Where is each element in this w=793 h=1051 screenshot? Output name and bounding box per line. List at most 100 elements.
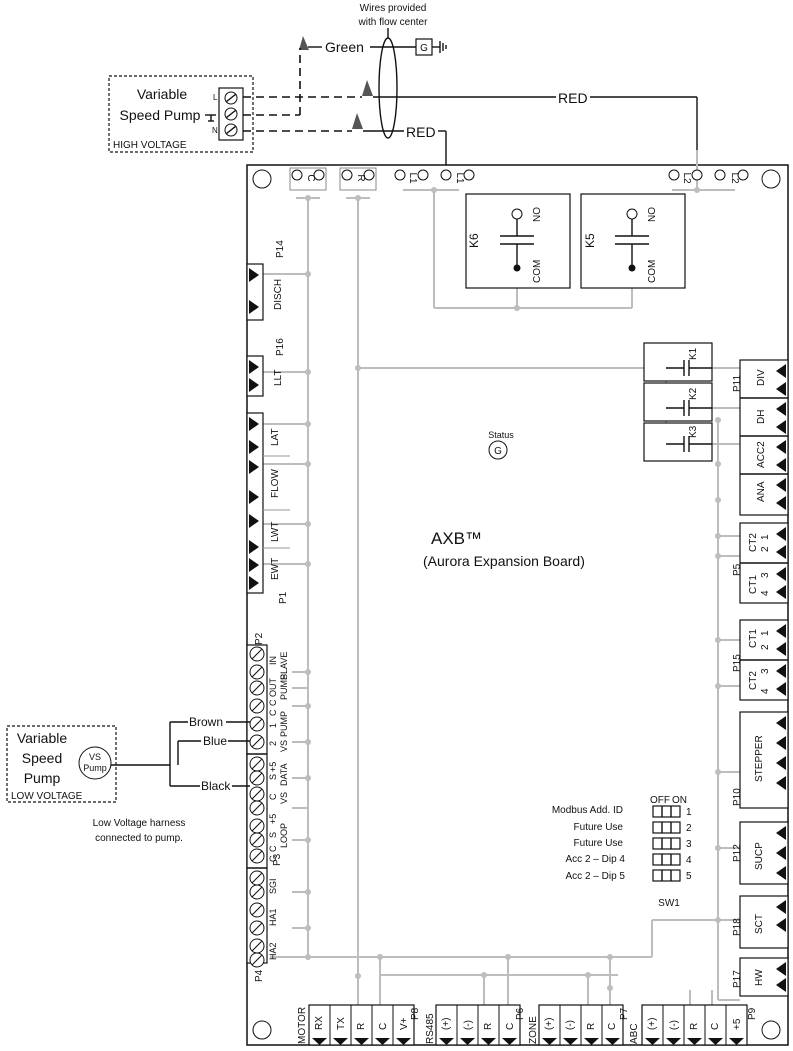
p4-row-ha1: HA1: [268, 908, 278, 926]
p7-header: P7: [619, 1007, 630, 1020]
pin-arrow-icon: [481, 1038, 496, 1045]
screw-slot: [251, 718, 263, 730]
relay-k6-com: COM: [532, 260, 543, 283]
connector-p14: DISCH P14: [246, 240, 286, 321]
dip-row2-num: 2: [686, 823, 692, 834]
p6-pin: R: [483, 1023, 494, 1030]
p11-label-ana: ANA: [756, 481, 767, 502]
p15-pin-1: 1: [760, 630, 771, 636]
p3-header: P3: [272, 853, 283, 866]
terminal-screw[interactable]: [313, 169, 325, 181]
p11-label-dh: DH: [756, 410, 767, 424]
hv-terminal-l: L: [213, 93, 218, 102]
terminal-screw[interactable]: [291, 169, 303, 181]
dip-row3-label: Future Use: [574, 838, 624, 849]
dip-off-label: OFF: [650, 795, 670, 806]
terminal-screw[interactable]: [341, 169, 353, 181]
connector-p2: P2 IN SLAVE OUT C PUMP C 1 PUMP 2 VS: [254, 632, 289, 752]
mounting-hole: [761, 1020, 781, 1040]
screw-slot: [251, 940, 263, 952]
screw-slot: [251, 872, 263, 884]
p3-row-plus5b: +5: [268, 814, 278, 824]
screw-slot: [251, 772, 263, 784]
wires-note: Wires provided with flow center: [358, 3, 429, 28]
p14-header: P14: [275, 240, 286, 258]
p3-row-data: DATA: [279, 763, 289, 786]
mounting-hole: [761, 169, 781, 189]
brown-wire-label: Brown: [189, 715, 223, 729]
pin-arrow-icon: [645, 1038, 660, 1045]
terminal-screw[interactable]: [668, 169, 680, 181]
p9-header: P9: [747, 1007, 758, 1020]
terminal-screw[interactable]: [463, 169, 475, 181]
dip-toggle[interactable]: [652, 805, 681, 818]
p5-pin-3: 3: [760, 572, 771, 578]
p15-ct2: CT2: [748, 671, 759, 690]
relay-k6-no: NO: [532, 207, 543, 222]
p5-header: P5: [732, 563, 743, 576]
terminal-screw[interactable]: [363, 169, 375, 181]
relay-k5-no: NO: [647, 207, 658, 222]
screw-slot: [251, 834, 263, 846]
screw-slot: [251, 904, 263, 916]
p2-row-slave: SLAVE: [279, 652, 289, 680]
p6-name: RS485: [425, 1013, 436, 1044]
connector-p10: STEPPER P10: [732, 711, 789, 809]
relay-k5: K5 NO COM: [580, 193, 686, 289]
dip-toggle[interactable]: [652, 869, 681, 882]
small-relays: K1 K2 K3: [643, 342, 713, 462]
dip-row5-label: Acc 2 – Dip 5: [566, 871, 626, 882]
pin-arrow-icon: [563, 1038, 578, 1045]
board-subtitle: (Aurora Expansion Board): [423, 553, 585, 569]
pin-arrow-icon: [542, 1038, 557, 1045]
dip-toggle[interactable]: [652, 837, 681, 850]
relay-k6: K6 NO COM: [465, 193, 571, 289]
lv-pump-title2: Speed: [22, 750, 62, 766]
top-terminal-r: R: [355, 174, 366, 181]
dip-row2-label: Future Use: [574, 822, 624, 833]
screw-slot: [251, 802, 263, 814]
terminal-screw[interactable]: [714, 169, 726, 181]
screw-slot: [251, 850, 263, 862]
screw-slot: [251, 922, 263, 934]
pin-arrow-icon: [375, 1038, 390, 1045]
axb-board: [246, 164, 789, 1046]
red-mid-wire-label: RED: [406, 124, 436, 140]
top-terminal-c: C: [305, 174, 316, 181]
mounting-hole: [252, 1020, 272, 1040]
terminal-screw[interactable]: [691, 169, 703, 181]
board-traces: [262, 150, 740, 1005]
pin-arrow-icon: [687, 1038, 702, 1045]
p7-pin: R: [586, 1023, 597, 1030]
p2-row-pump1: PUMP: [279, 674, 289, 700]
connector-p17: HW P17: [732, 957, 789, 997]
p2-row-c2: C: [268, 709, 278, 716]
p10-label: STEPPER: [754, 735, 765, 782]
dip-toggle[interactable]: [652, 821, 681, 834]
p8-pin: RX: [314, 1016, 325, 1030]
pin-arrow-icon: [460, 1038, 475, 1045]
blue-wire-label: Blue: [203, 734, 227, 748]
dip-switch-name: SW1: [658, 898, 680, 909]
terminal-screw[interactable]: [440, 169, 452, 181]
bottom-connector-labels: MOTOR P8 RS485 P6 ZONE P7 ABC P9: [297, 1007, 758, 1044]
terminal-screws: [249, 646, 265, 968]
dip-switch-sw1: OFF ON Modbus Add. ID Future Use Future …: [552, 795, 692, 909]
dip-toggle[interactable]: [652, 853, 681, 866]
terminal-screw[interactable]: [417, 169, 429, 181]
lv-pump-footer: LOW VOLTAGE: [11, 791, 83, 802]
p16-header: P16: [275, 338, 286, 356]
p12-label: SUCP: [754, 842, 765, 870]
p4-header: P4: [254, 969, 265, 982]
terminal-screw[interactable]: [394, 169, 406, 181]
p15-header: P15: [732, 654, 743, 672]
terminal-screw[interactable]: [737, 169, 749, 181]
p9-pin: +5: [732, 1018, 743, 1030]
screw-slot: [251, 820, 263, 832]
hv-pump-title1: Variable: [137, 86, 188, 102]
dip-on-label: ON: [672, 795, 687, 806]
p7-pin: (-): [565, 1020, 576, 1030]
green-wire-terminal-icon: [299, 36, 309, 50]
p3-row-loop: LOOP: [279, 823, 289, 848]
